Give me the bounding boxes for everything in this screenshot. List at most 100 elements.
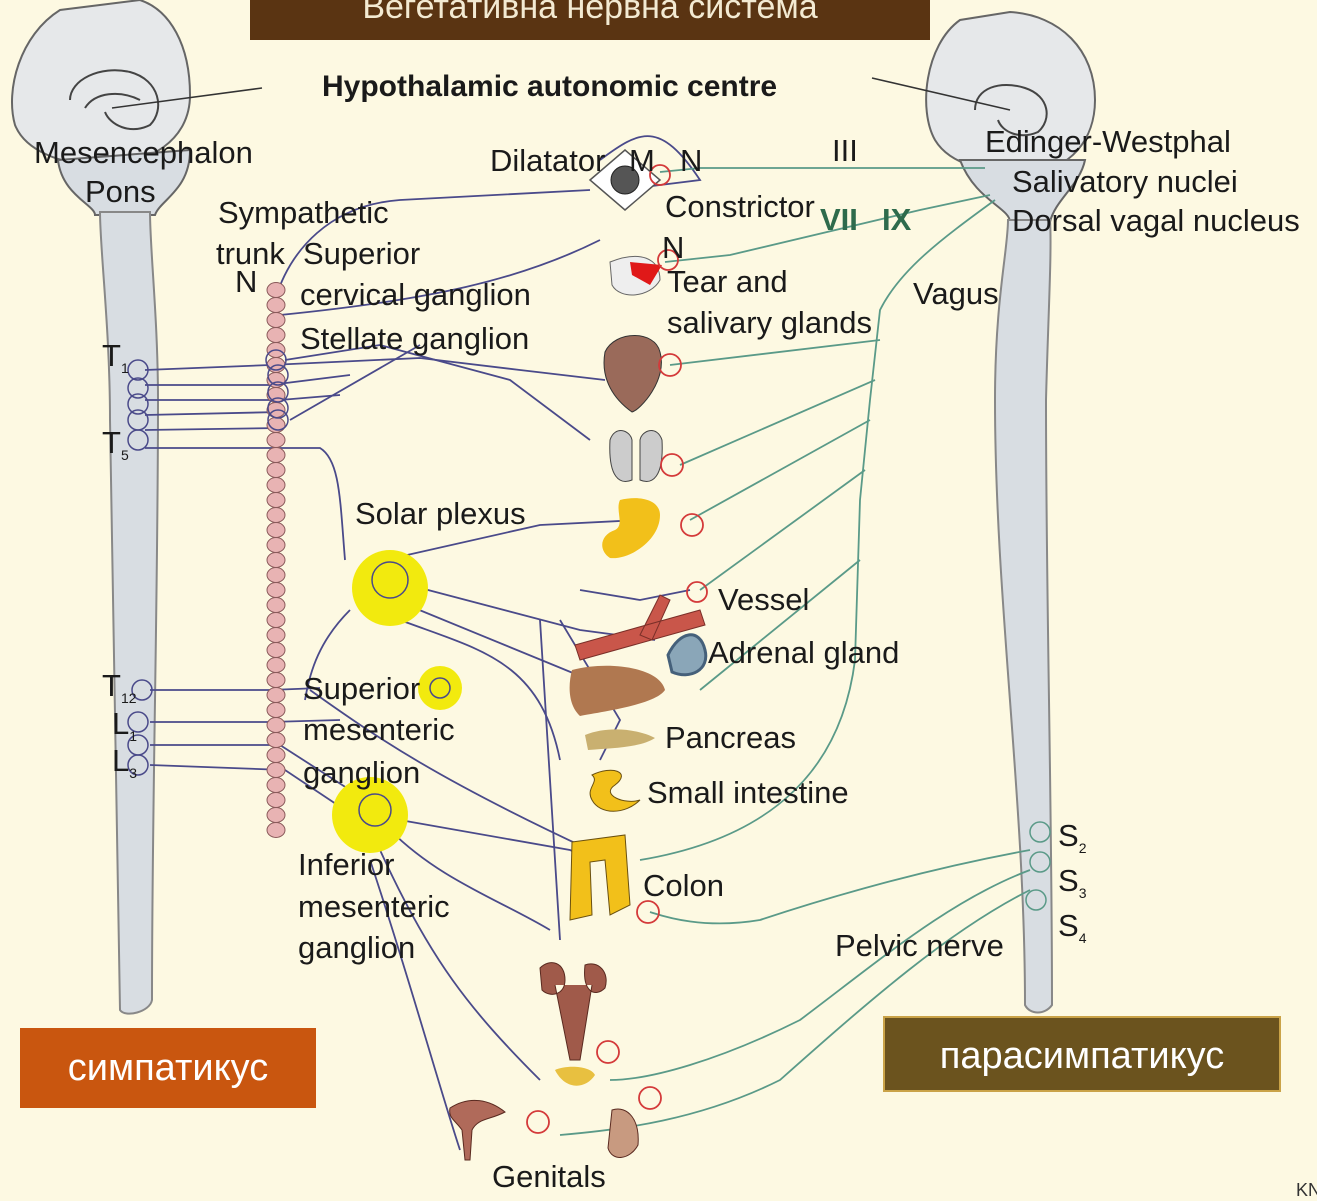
trunk-bead (267, 808, 285, 823)
label-colon: Colon (643, 870, 724, 901)
label-inferior-mesenteric-1: Inferior (298, 849, 394, 880)
trunk-bead (267, 538, 285, 553)
label-vessel: Vessel (718, 584, 809, 615)
trunk-bead (267, 568, 285, 583)
trunk-bead (267, 433, 285, 448)
trunk-bead (267, 793, 285, 808)
adrenal-icon (668, 635, 706, 675)
pancreas-icon (585, 729, 655, 750)
label-tear-1: Tear and (667, 266, 788, 297)
bladder-ganglion (597, 1041, 619, 1063)
label-superior-mesenteric-3: ganglion (303, 757, 420, 788)
female-genitals-icon (450, 1100, 505, 1160)
trunk-bead (267, 703, 285, 718)
stomach-icon (602, 498, 660, 558)
label-n-trunk: N (235, 266, 257, 297)
label-superior-mesenteric-2: mesenteric (303, 714, 455, 745)
label-solar-plexus: Solar plexus (355, 498, 526, 529)
label-vagus: Vagus (913, 278, 999, 309)
left-spinal-cord (100, 212, 158, 1014)
trunk-bead (267, 298, 285, 313)
label-small-intestine: Small intestine (647, 777, 849, 808)
page-title: Вегетативна нервна система (250, 0, 930, 40)
colon-ganglion (637, 901, 659, 923)
trunk-bead (267, 583, 285, 598)
label-stellate-ganglion: Stellate ganglion (300, 323, 529, 354)
liver-icon (570, 666, 665, 716)
small-intestine-icon (590, 770, 640, 811)
label-pelvic-nerve: Pelvic nerve (835, 930, 1004, 961)
label-tear-2: salivary glands (667, 307, 872, 338)
segment-l1: L1 (112, 708, 137, 743)
label-pons: Pons (85, 176, 156, 207)
segment-s2: S2 (1058, 820, 1086, 855)
label-pancreas: Pancreas (665, 722, 796, 753)
stomach-ganglion (681, 514, 703, 536)
label-salivatory-nuclei: Salivatory nuclei (1012, 166, 1238, 197)
label-constrictor: Constrictor (665, 191, 815, 222)
trunk-bead (267, 658, 285, 673)
trunk-bead (267, 718, 285, 733)
label-cranial-vii: VII (820, 204, 858, 235)
label-superior-mesenteric-1: Superior (303, 673, 420, 704)
kidneys-icon (540, 963, 606, 1060)
trunk-bead (267, 778, 285, 793)
trunk-bead (267, 733, 285, 748)
label-superior-cervical-2: cervical ganglion (300, 279, 531, 310)
lungs-ganglion (661, 454, 683, 476)
label-mesencephalon: Mesencephalon (34, 137, 253, 168)
label-n-eye: N (680, 145, 702, 176)
male-genitals-icon (608, 1109, 638, 1157)
trunk-bead (267, 313, 285, 328)
parasympathetic-badge: парасимпатикус (883, 1016, 1281, 1092)
trunk-bead (267, 523, 285, 538)
trunk-bead (267, 613, 285, 628)
trunk-bead (267, 493, 285, 508)
trunk-bead (267, 283, 285, 298)
trunk-bead (267, 628, 285, 643)
trunk-bead (267, 643, 285, 658)
trunk-bead (267, 763, 285, 778)
trunk-bead (267, 478, 285, 493)
label-inferior-mesenteric-3: ganglion (298, 932, 415, 963)
label-edinger-westphal: Edinger-Westphal (985, 126, 1231, 157)
spinal-segment-rings (128, 350, 1050, 910)
label-dilatator: Dilatator (490, 145, 605, 176)
label-genitals: Genitals (492, 1161, 606, 1192)
label-dorsal-vagal: Dorsal vagal nucleus (1012, 205, 1300, 236)
trunk-bead (267, 823, 285, 838)
label-superior-cervical-1: Superior (303, 238, 420, 269)
female-genitals-ganglion (527, 1111, 549, 1133)
trunk-bead (267, 688, 285, 703)
label-hypothalamic: Hypothalamic autonomic centre (322, 72, 777, 102)
label-cranial-iii: III (832, 135, 858, 166)
trunk-bead (267, 673, 285, 688)
lungs-icon (610, 431, 662, 482)
trunk-bead (267, 448, 285, 463)
label-m: M (629, 145, 655, 176)
segment-l3: L3 (112, 745, 137, 780)
trunk-bead (267, 748, 285, 763)
trunk-bead (267, 553, 285, 568)
segment-s4: S4 (1058, 910, 1086, 945)
label-n-gland: N (662, 232, 684, 263)
corner-mark: KN (1296, 1180, 1317, 1201)
male-genitals-ganglion (639, 1087, 661, 1109)
trunk-bead (267, 463, 285, 478)
superior-mesenteric-ganglion (418, 666, 462, 710)
sympathetic-badge: симпатикус (20, 1028, 316, 1108)
label-cranial-ix: IX (882, 204, 911, 235)
segment-t12: T12 (102, 670, 137, 705)
bladder-icon (555, 1067, 595, 1086)
segment-t1: T1 (102, 340, 129, 375)
label-sympathetic-trunk-1: Sympathetic (218, 197, 389, 228)
heart-icon (604, 336, 661, 413)
vessel-ganglion (687, 582, 707, 602)
trunk-bead (267, 508, 285, 523)
colon-icon (570, 835, 630, 920)
trunk-bead (267, 328, 285, 343)
label-inferior-mesenteric-2: mesenteric (298, 891, 450, 922)
trunk-bead (267, 598, 285, 613)
segment-s3: S3 (1058, 865, 1086, 900)
